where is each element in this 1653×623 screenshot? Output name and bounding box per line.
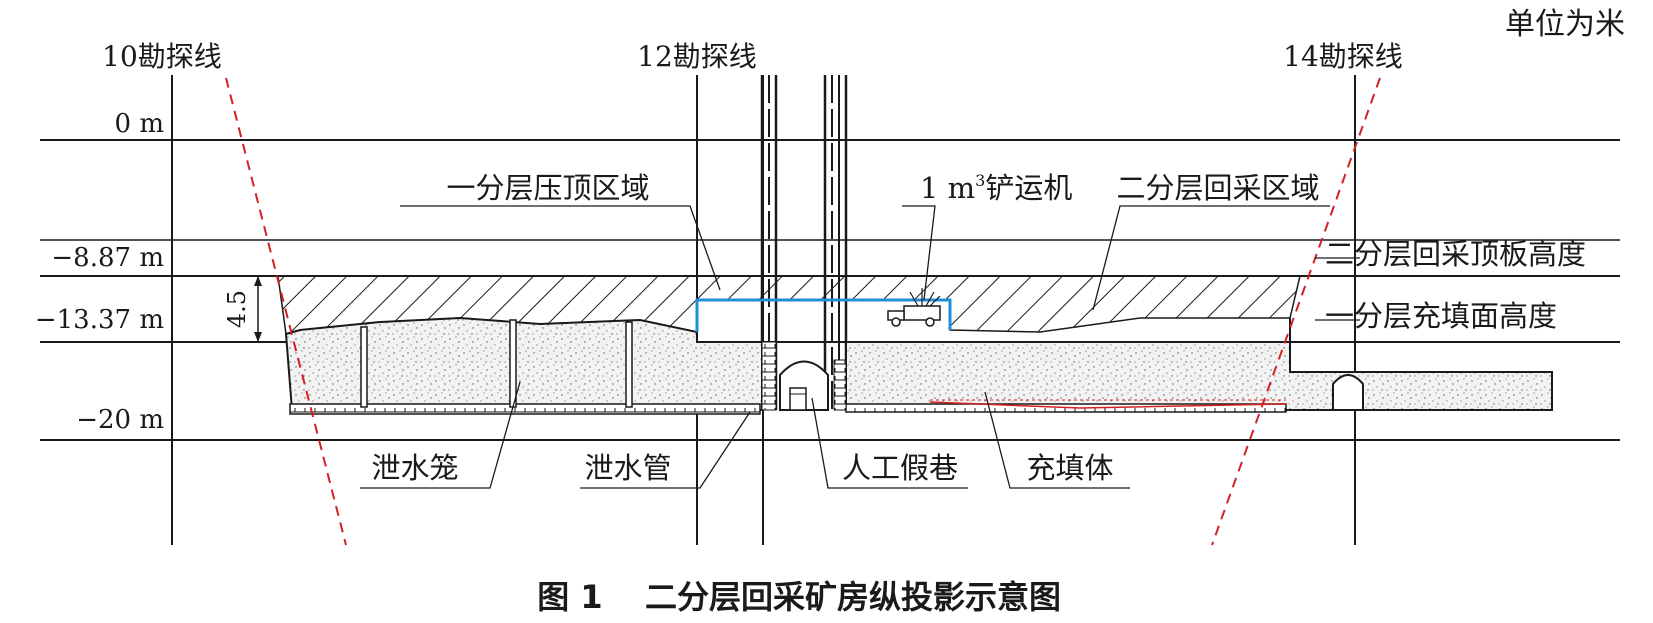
- fill-height-label: 一分层充填面高度: [1325, 299, 1557, 333]
- drain-cage-3: [625, 321, 633, 408]
- shaft-right: [823, 75, 848, 410]
- drain-pipe-red: [929, 401, 1287, 409]
- level-label-bottom: −20 m: [76, 405, 164, 435]
- survey-label-12: 12勘探线: [637, 40, 757, 73]
- dimension-label: 4.5: [223, 290, 251, 328]
- unit-note: 单位为米: [1505, 7, 1625, 42]
- backfill-label: 充填体: [1026, 451, 1113, 485]
- figure-number: 图 1: [537, 578, 602, 616]
- drain-cage-2: [509, 319, 517, 408]
- dimension-4-5: [250, 275, 266, 343]
- loader-icon: [887, 288, 941, 327]
- level-label-0m: 0 m: [115, 109, 164, 139]
- pressed-roof-zone-label: 一分层压顶区域: [446, 171, 649, 205]
- survey-line-10-red: [225, 77, 347, 546]
- drain-cage-1: [360, 326, 368, 408]
- survey-label-10: 10勘探线: [102, 40, 222, 73]
- level-label-fill-top: −13.37 m: [35, 305, 164, 335]
- level-label-roof: −8.87 m: [51, 243, 164, 273]
- leader-lines: [360, 205, 1360, 489]
- backfill-left: [284, 316, 763, 411]
- mining-zone-label: 二分层回采区域: [1116, 171, 1319, 205]
- artificial-roadway-label: 人工假巷: [842, 451, 958, 485]
- drain-pipe-left: [289, 403, 761, 415]
- drain-cage-label: 泄水笼: [371, 451, 458, 485]
- brick-wall-right: [833, 359, 847, 411]
- mining-drift-outline: [695, 298, 952, 332]
- drain-pipe-label: 泄水管: [584, 451, 671, 485]
- brick-wall-left: [761, 341, 777, 411]
- backfill-right: [845, 341, 1553, 411]
- figure-title: 二分层回采矿房纵投影示意图: [645, 578, 1061, 616]
- survey-label-14: 14勘探线: [1283, 40, 1403, 73]
- roadway-box: [789, 387, 807, 411]
- loader-label: 1 m3铲运机: [920, 171, 1072, 205]
- side-tunnel-arch: [1332, 374, 1364, 411]
- survey-line-14-red: [1211, 77, 1381, 546]
- roof-height-label: 二分层回采顶板高度: [1325, 237, 1586, 271]
